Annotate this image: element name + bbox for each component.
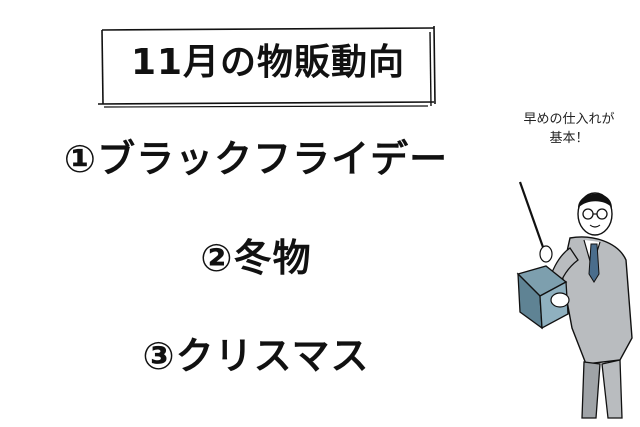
speech-line: 基本！ xyxy=(549,131,589,146)
hand-drawn-frame xyxy=(97,25,436,108)
pointer-icon xyxy=(518,181,546,251)
list-item: ①ブラックフライデー xyxy=(63,137,449,181)
jacket-icon xyxy=(561,236,633,365)
list-item: ③クリスマス xyxy=(142,334,370,378)
page-title: 11月の物販動向 xyxy=(130,42,406,83)
title-box: 11月の物販動向 xyxy=(96,24,440,108)
speech-line: 早めの仕入れが xyxy=(523,112,615,127)
speech-caption: 早めの仕入れが 基本！ xyxy=(500,110,638,148)
teacher-illustration xyxy=(516,181,633,419)
list-item: ②冬物 xyxy=(200,236,312,280)
